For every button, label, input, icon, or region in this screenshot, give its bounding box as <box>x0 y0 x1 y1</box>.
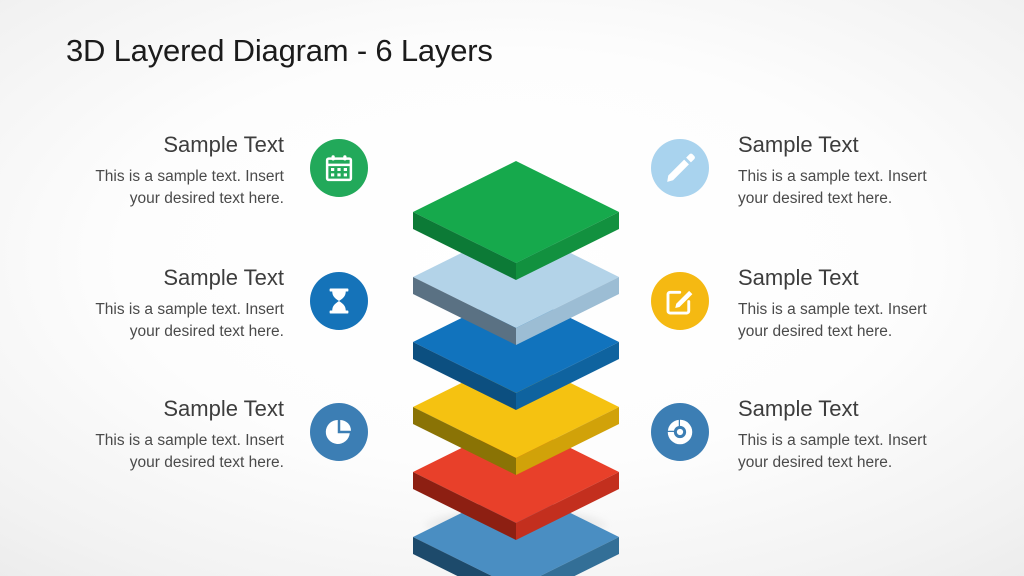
icon-badge-hourglass[interactable] <box>310 272 368 330</box>
body-text: This is a sample text. Insert your desir… <box>95 301 284 341</box>
text-block-right-3: Sample Text This is a sample text. Inser… <box>738 396 952 474</box>
text-block-left-2: Sample Text This is a sample text. Inser… <box>70 265 284 343</box>
icon-badge-edit-square[interactable] <box>651 272 709 330</box>
icon-badge-calendar[interactable] <box>310 139 368 197</box>
body-text: This is a sample text. Insert your desir… <box>95 168 284 208</box>
icon-badge-pencil[interactable] <box>651 139 709 197</box>
stack-svg <box>413 161 619 576</box>
heading: Sample Text <box>163 396 284 421</box>
body-text: This is a sample text. Insert your desir… <box>95 432 284 472</box>
icon-badge-pie-chart[interactable] <box>310 403 368 461</box>
heading: Sample Text <box>738 132 859 157</box>
heading: Sample Text <box>163 132 284 157</box>
body-text: This is a sample text. Insert your desir… <box>738 301 927 341</box>
donut-chart-icon <box>665 417 695 447</box>
page-title: 3D Layered Diagram - 6 Layers <box>66 33 493 68</box>
text-block-left-1: Sample Text This is a sample text. Inser… <box>70 132 284 210</box>
text-block-right-1: Sample Text This is a sample text. Inser… <box>738 132 952 210</box>
text-block-left-3: Sample Text This is a sample text. Inser… <box>70 396 284 474</box>
text-block-right-2: Sample Text This is a sample text. Inser… <box>738 265 952 343</box>
body-text: This is a sample text. Insert your desir… <box>738 168 927 208</box>
layered-stack-diagram <box>398 96 634 576</box>
heading: Sample Text <box>163 265 284 290</box>
edit-square-icon <box>665 286 695 316</box>
pie-chart-icon <box>324 417 354 447</box>
hourglass-icon <box>324 286 354 316</box>
body-text: This is a sample text. Insert your desir… <box>738 432 927 472</box>
heading: Sample Text <box>738 396 859 421</box>
pencil-icon <box>664 152 696 184</box>
heading: Sample Text <box>738 265 859 290</box>
calendar-icon <box>324 153 354 183</box>
icon-badge-donut-chart[interactable] <box>651 403 709 461</box>
layer-1-green <box>413 161 619 280</box>
